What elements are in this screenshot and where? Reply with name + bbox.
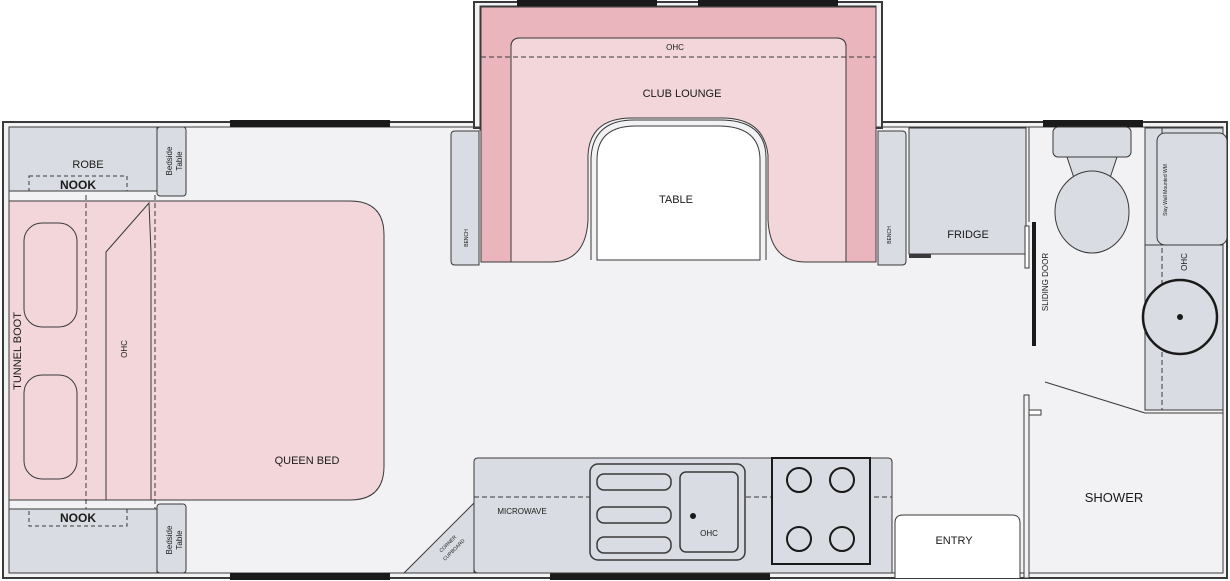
drainer-groove <box>596 536 672 554</box>
club-lounge: OHC CLUB LOUNGE TABLE <box>480 6 877 263</box>
nook-bottom-label: NOOK <box>60 511 96 525</box>
microwave-label: MICROWAVE <box>497 507 546 516</box>
fridge-base <box>909 254 931 258</box>
sliding-door-panel <box>1032 222 1036 346</box>
toilet-bowl <box>1054 170 1130 254</box>
club-lounge-label: CLUB LOUNGE <box>643 88 722 100</box>
nook-top <box>28 175 128 192</box>
bed-folded-corner <box>105 201 152 501</box>
sink-bowl <box>679 471 739 553</box>
burner <box>786 467 812 493</box>
fridge-label: FRIDGE <box>947 229 989 241</box>
window <box>230 120 390 127</box>
shower-door-jamb <box>1023 394 1030 579</box>
bedside-table-top <box>156 126 187 197</box>
bedside-top-label-2: Table <box>175 151 184 171</box>
queen-bed <box>8 200 385 501</box>
bathroom: Slay Wall Mounted WM OHC SHOWER <box>1023 126 1228 579</box>
entry-door <box>894 514 1021 578</box>
washing-machine <box>1156 132 1228 246</box>
bench-right <box>877 130 907 266</box>
sliding-door: SLIDING DOOR <box>1024 222 1050 346</box>
entry: ENTRY <box>894 514 1021 578</box>
entry-label: ENTRY <box>935 535 973 547</box>
lounge-table <box>596 125 761 261</box>
burner <box>829 467 855 493</box>
shower-door-stop <box>1028 409 1042 416</box>
bench-left-label: BENCH <box>464 229 470 247</box>
window <box>698 0 838 6</box>
fridge: FRIDGE <box>908 127 1027 258</box>
bedside-top-label-1: Bedside <box>165 146 174 175</box>
bedside-bottom-label-1: Bedside <box>165 525 174 554</box>
bedside-bottom-label-2: Table <box>175 530 184 550</box>
cooktop <box>771 457 871 565</box>
shower-door-swing <box>1044 381 1146 414</box>
ohc-bath-label: OHC <box>1180 253 1189 271</box>
pillow <box>23 374 78 480</box>
ohc-kitchen-label: OHC <box>700 529 718 538</box>
burner <box>829 526 855 552</box>
robe-label: ROBE <box>72 159 103 171</box>
bench-right-label: BENCH <box>887 226 893 244</box>
lounge-table-outer <box>590 119 767 260</box>
pillow <box>23 222 78 328</box>
window <box>550 573 770 580</box>
sink-drain <box>690 513 696 519</box>
fridge-body <box>908 127 1027 255</box>
lounge-cushion <box>510 37 847 263</box>
basin-drain <box>1177 314 1183 320</box>
burner <box>786 526 812 552</box>
nook-bottom <box>28 508 128 527</box>
shower-label: SHOWER <box>1085 490 1144 505</box>
bedside-table-bottom <box>156 503 187 574</box>
robe-bottom <box>8 508 158 574</box>
window <box>230 573 390 580</box>
window <box>517 0 657 6</box>
toilet-cistern <box>1052 126 1132 158</box>
window <box>1043 120 1143 127</box>
corner-cupboard <box>402 501 475 574</box>
ohc-bed-label: OHC <box>120 340 129 358</box>
sliding-door-frame <box>1024 225 1030 269</box>
nook-top-label: NOOK <box>60 178 96 192</box>
tunnel-boot-label: TUNNEL BOOT <box>12 312 24 390</box>
benches: BENCH BENCH <box>450 130 907 266</box>
windows <box>230 0 1143 580</box>
drainer-groove <box>596 506 672 524</box>
drainer-groove <box>596 473 672 491</box>
sliding-door-label: SLIDING DOOR <box>1041 253 1050 311</box>
kitchen: CORNER CUPBOARD MICROWAVE OHC <box>402 457 893 574</box>
ohc-lounge-label: OHC <box>666 43 684 52</box>
vanity-note-label: Slay Wall Mounted WM <box>1163 164 1169 216</box>
bench-left <box>450 130 480 266</box>
bedroom: ROBE NOOK Bedside Table NOOK Bedside Tab… <box>8 126 385 574</box>
robe-top <box>8 126 158 192</box>
table-label: TABLE <box>659 194 693 206</box>
queen-bed-label: QUEEN BED <box>275 455 340 467</box>
